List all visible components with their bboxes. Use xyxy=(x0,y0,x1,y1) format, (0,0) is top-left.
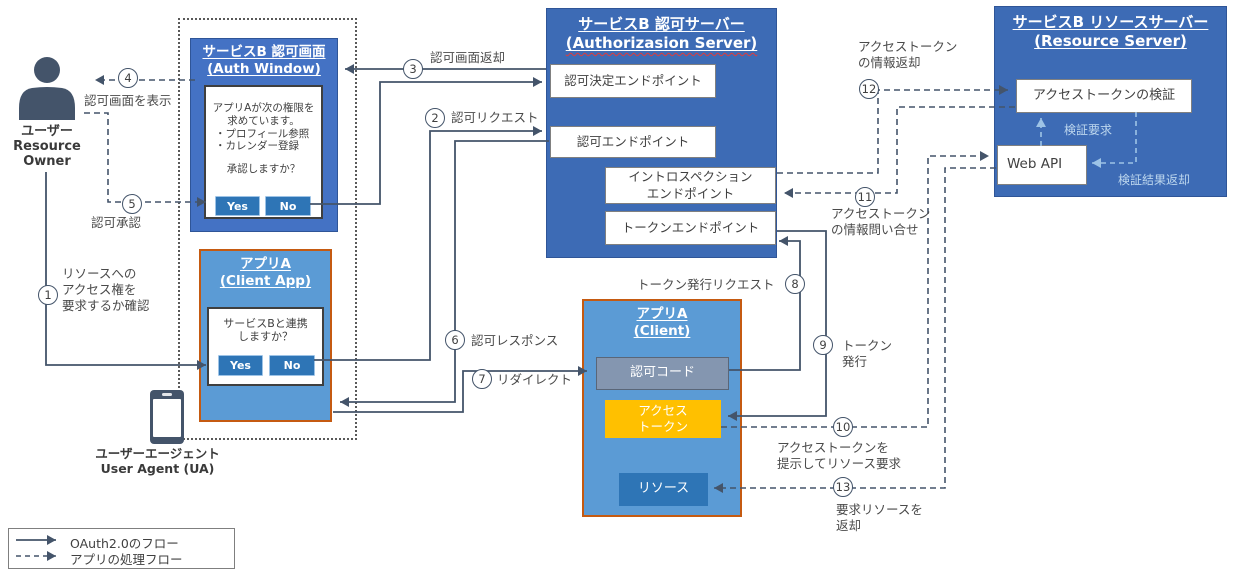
step-circle-1: 1 xyxy=(38,285,58,305)
step-circle-8: 8 xyxy=(785,274,805,294)
user-name-jp: ユーザー xyxy=(21,124,73,139)
client-app-box: アプリA (Client App) サービスBと連携 しますか？ Yes No xyxy=(199,249,332,422)
step-circle-6: 6 xyxy=(445,330,465,350)
token-endpoint-box: トークンエンドポイント xyxy=(605,211,776,245)
step-label-2: 認可リクエスト xyxy=(451,110,539,125)
step-circle-2: 2 xyxy=(425,108,445,128)
authorization-server-title-jp: サービスB 認可サーバー xyxy=(578,15,745,33)
client-app-title-en: (Client App) xyxy=(219,272,312,289)
client-app-dialog-line2: しますか？ xyxy=(238,330,293,344)
authorization-endpoint-box: 認可エンドポイント xyxy=(550,126,716,158)
auth-dialog-line5: 承認しますか？ xyxy=(226,163,301,176)
arrow-step11 xyxy=(784,106,1015,198)
legend-solid-label: OAuth2.0のフロー xyxy=(70,536,179,551)
client-app-dialog: サービスBと連携 しますか？ Yes No xyxy=(207,307,324,386)
arrow-step6 xyxy=(340,140,549,407)
client-app-no-button[interactable]: No xyxy=(269,355,315,376)
access-token-box: アクセス トークン xyxy=(605,400,721,438)
verify-request-label: 検証要求 xyxy=(1064,123,1113,137)
web-api-box: Web API xyxy=(997,145,1087,185)
step-circle-7: 7 xyxy=(472,369,492,389)
step-label-4: 認可画面を表示 xyxy=(84,93,172,108)
introspection-endpoint-box: イントロスペクション エンドポイント xyxy=(605,167,776,204)
client-app-title: アプリA (Client App) xyxy=(201,256,330,290)
arrow-step9 xyxy=(728,230,827,421)
step-label-9: トークン 発行 xyxy=(842,338,893,369)
resource-server-title-jp: サービスB リソースサーバー xyxy=(1012,13,1209,31)
client-app-title-jp: アプリA xyxy=(240,256,291,272)
resource-server-title-en: (Resource Server) xyxy=(1034,31,1187,50)
client-title-en: (Client) xyxy=(633,322,691,339)
user-agent-label: ユーザーエージェント User Agent (UA) xyxy=(60,446,255,476)
step-circle-3: 3 xyxy=(403,59,423,79)
step-circle-4: 4 xyxy=(118,68,138,88)
auth-window-title-en: (Auth Window) xyxy=(207,60,321,77)
user-agent-label-en: User Agent (UA) xyxy=(100,461,215,476)
auth-window-title-jp: サービスB 認可画面 xyxy=(202,44,326,60)
decision-endpoint-box: 認可決定エンドポイント xyxy=(550,64,716,98)
auth-consent-dialog: アプリAが次の権限を 求めています。 ・プロフィール参照 ・カレンダー登録 承認… xyxy=(204,85,323,219)
auth-dialog-line3: ・プロフィール参照 xyxy=(215,127,310,140)
client-app-dialog-line1: サービスBと連携 xyxy=(223,317,308,330)
step-label-8: トークン発行リクエスト xyxy=(637,277,775,292)
user-name-en1: Resource xyxy=(13,139,81,154)
user-icon xyxy=(19,57,75,120)
auth-window-box: サービスB 認可画面 (Auth Window) アプリAが次の権限を 求めてい… xyxy=(190,38,338,232)
step-circle-12: 12 xyxy=(859,79,879,99)
step-label-3: 認可画面返却 xyxy=(430,50,506,65)
authorization-server-title-en: (Authorizasion Server) xyxy=(565,33,758,52)
step-label-1: リソースへの アクセス権を 要求するか確認 xyxy=(62,266,150,313)
auth-code-box: 認可コード xyxy=(596,357,729,390)
client-box: アプリA (Client) 認可コード アクセス トークン リソース xyxy=(582,299,742,517)
step-label-12: アクセストークン の情報返却 xyxy=(858,39,958,70)
step-label-5: 認可承認 xyxy=(91,215,142,230)
auth-window-title: サービスB 認可画面 (Auth Window) xyxy=(191,44,337,78)
auth-dialog-line2: 求めています。 xyxy=(227,114,300,127)
user-agent-label-jp: ユーザーエージェント xyxy=(95,446,220,461)
legend-dashed-label: アプリの処理フロー xyxy=(70,552,183,567)
resource-server-title: サービスB リソースサーバー (Resource Server) xyxy=(995,13,1226,51)
step-label-6: 認可レスポンス xyxy=(471,333,559,348)
step-circle-10: 10 xyxy=(833,417,853,437)
step-label-10: アクセストークンを 提示してリソース要求 xyxy=(777,440,902,471)
resource-server-box: サービスB リソースサーバー (Resource Server) アクセストーク… xyxy=(994,6,1227,197)
legend-box xyxy=(8,528,235,569)
authorization-server-box: サービスB 認可サーバー (Authorizasion Server) 認可決定… xyxy=(546,8,777,258)
client-app-yes-button[interactable]: Yes xyxy=(218,355,263,376)
auth-window-yes-button[interactable]: Yes xyxy=(215,196,260,216)
client-title-jp: アプリA xyxy=(636,306,688,322)
step-circle-5: 5 xyxy=(122,194,142,214)
arrow-step12 xyxy=(777,85,1008,174)
verify-return-label: 検証結果返却 xyxy=(1118,173,1191,187)
user-name-en2: Owner xyxy=(23,154,71,169)
client-title: アプリA (Client) xyxy=(584,306,740,340)
auth-dialog-line1: アプリAが次の権限を xyxy=(212,102,315,114)
smartphone-icon xyxy=(150,390,184,444)
auth-dialog-line4: ・カレンダー登録 xyxy=(215,140,299,153)
step-circle-9: 9 xyxy=(813,335,833,355)
step-circle-13: 13 xyxy=(833,477,853,497)
authorization-server-title: サービスB 認可サーバー (Authorizasion Server) xyxy=(547,15,776,53)
token-validation-box: アクセストークンの検証 xyxy=(1016,79,1192,113)
phone-speaker xyxy=(162,393,172,396)
step-circle-11: 11 xyxy=(855,187,875,207)
auth-window-no-button[interactable]: No xyxy=(265,196,311,216)
step-label-13: 要求リソースを 返却 xyxy=(836,502,923,533)
step-label-11: アクセストークン の情報問い合せ xyxy=(831,206,931,237)
step-label-7: リダイレクト xyxy=(497,372,573,387)
resource-box: リソース xyxy=(619,473,708,506)
phone-screen xyxy=(153,399,181,437)
user-actor-label: ユーザー Resource Owner xyxy=(4,124,90,169)
